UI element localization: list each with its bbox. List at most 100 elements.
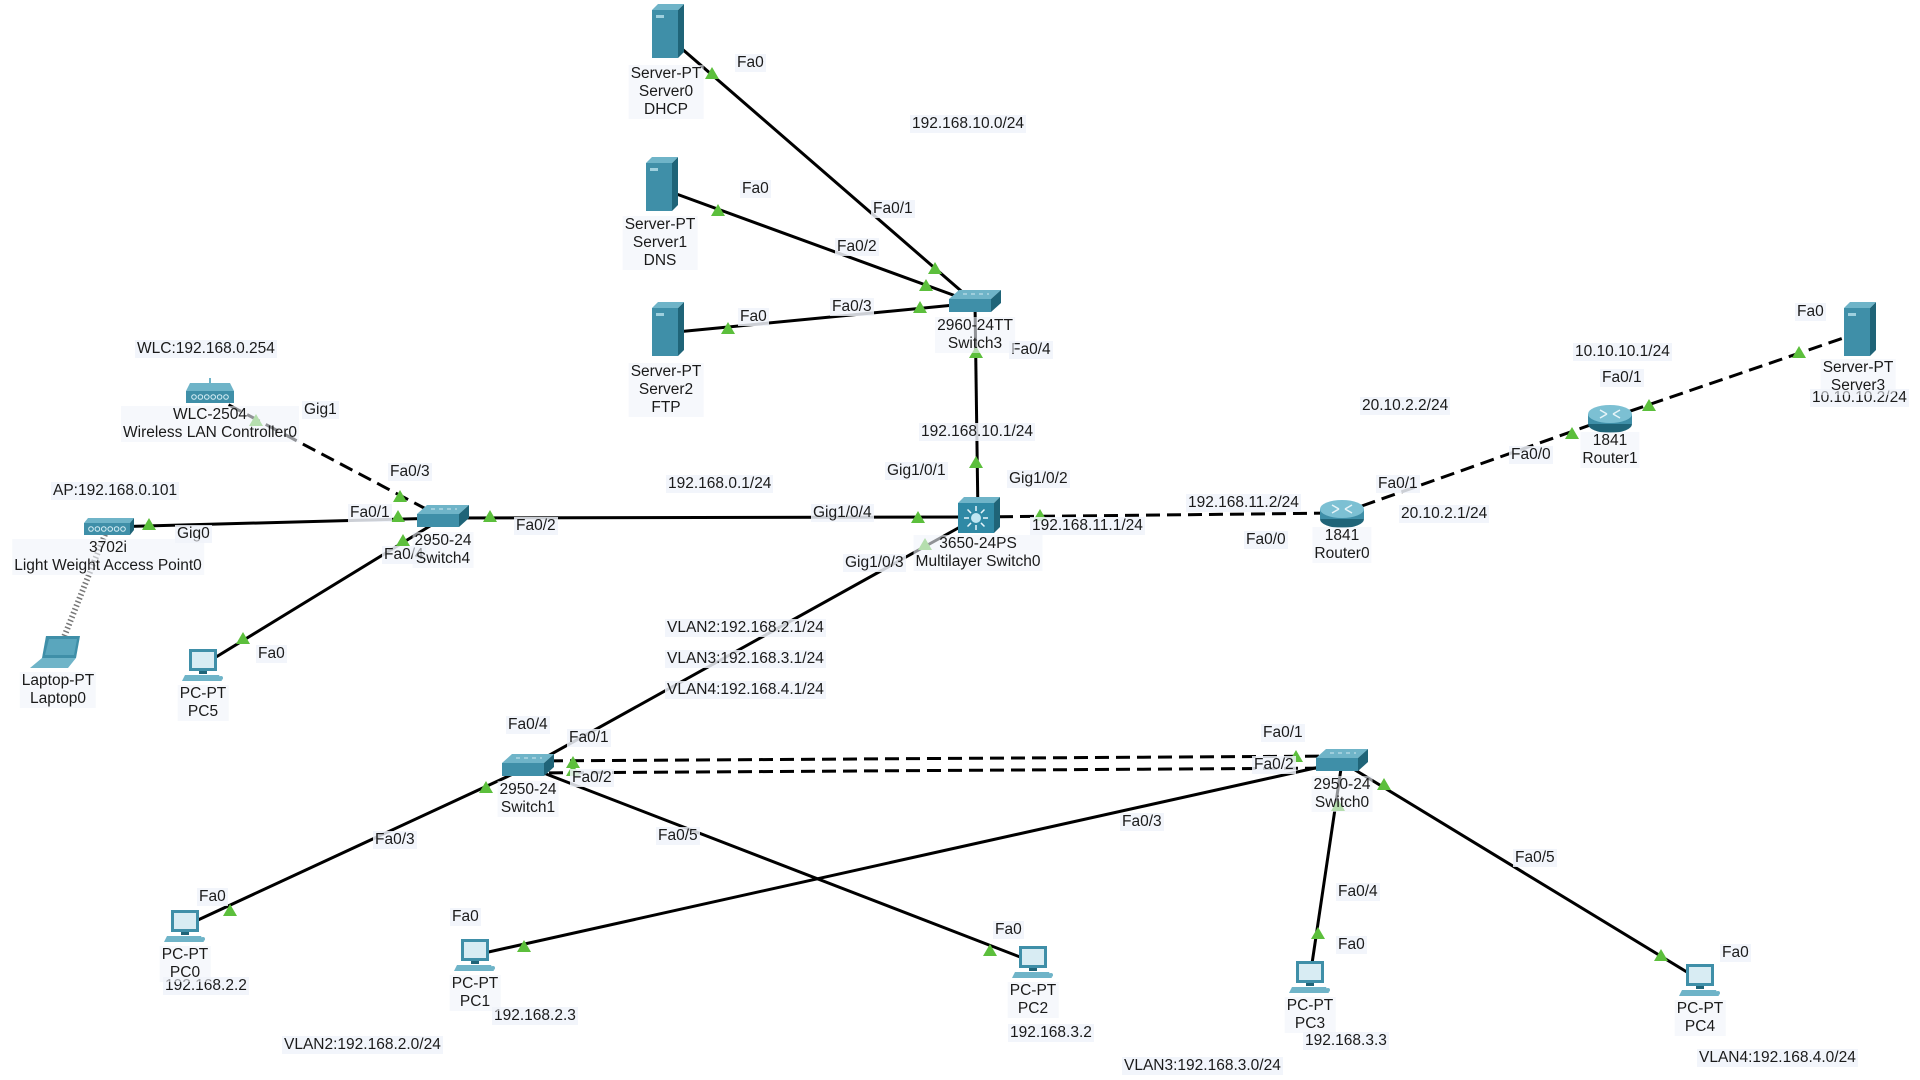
interface-label: Fa0/1 — [1376, 475, 1420, 493]
interface-label: Fa0/3 — [1120, 813, 1164, 831]
device-name: Switch1 — [500, 799, 556, 816]
device-model: PC-PT — [179, 685, 227, 702]
ip-address-label: VLAN3:192.168.3.1/24 — [665, 650, 826, 668]
interface-label: Gig1/0/1 — [885, 462, 948, 480]
pc-icon[interactable] — [182, 649, 223, 681]
link-ap0-laptop0[interactable] — [55, 525, 111, 654]
device-name: PC5 — [187, 703, 219, 720]
device-name: Switch0 — [1314, 794, 1370, 811]
device-model: 2950-24 — [414, 532, 472, 549]
device-model: PC-PT — [1009, 982, 1057, 999]
interface-label: Fa0/0 — [1509, 446, 1553, 464]
ip-address-label: VLAN3:192.168.3.0/24 — [1122, 1057, 1283, 1075]
pc-icon[interactable] — [454, 939, 495, 971]
device-model: 2960-24TT — [937, 317, 1013, 334]
device-model: PC-PT — [451, 975, 499, 992]
server-icon[interactable] — [1844, 302, 1876, 356]
laptop-icon[interactable] — [30, 636, 80, 668]
device-name: Multilayer Switch0 — [915, 553, 1041, 570]
device-model: PC-PT — [1286, 997, 1334, 1014]
device-note: FTP — [651, 399, 681, 416]
router-icon[interactable] — [1588, 405, 1632, 433]
ip-address-label: 192.168.11.1/24 — [1030, 517, 1145, 535]
device-model: 2950-24 — [499, 781, 557, 798]
port-status-up-icon — [1311, 927, 1325, 939]
device-model: Server-PT — [630, 363, 702, 380]
ip-address-label: AP:192.168.0.101 — [51, 482, 180, 500]
port-status-up-icon — [919, 279, 933, 291]
interface-label: Fa0/5 — [656, 827, 700, 845]
link-switch1-switch0[interactable] — [527, 754, 1343, 763]
pc-icon[interactable] — [1289, 961, 1330, 993]
link-server2-switch3[interactable] — [665, 301, 976, 335]
device-name: Server0 — [638, 83, 694, 100]
interface-label: Fa0/3 — [373, 831, 417, 849]
port-status-up-icon — [969, 456, 983, 468]
interface-label: Fa0/4 — [1009, 341, 1053, 359]
port-status-up-icon — [705, 67, 719, 79]
interface-label: Fa0 — [256, 645, 287, 663]
pc-icon[interactable] — [164, 910, 205, 942]
port-status-up-icon — [1377, 778, 1391, 790]
wireless-lan-controller-icon[interactable] — [186, 378, 234, 403]
ip-address-label: WLC:192.168.0.254 — [135, 340, 277, 358]
server-icon[interactable] — [646, 157, 678, 211]
interface-label: Gig1 — [302, 401, 339, 419]
ip-address-label: 192.168.10.1/24 — [919, 423, 1036, 441]
link-switch0-pc4[interactable] — [1341, 760, 1701, 982]
link-server0-switch3[interactable] — [665, 33, 976, 305]
server-icon[interactable] — [652, 4, 684, 58]
ip-address-label: VLAN4:192.168.4.1/24 — [665, 681, 826, 699]
link-switch1-pc0[interactable] — [184, 765, 529, 928]
interface-label: Fa0 — [1336, 936, 1367, 954]
interface-label: Fa0/3 — [830, 298, 874, 316]
link-server1-switch3[interactable] — [659, 186, 976, 305]
device-name: Laptop0 — [29, 690, 87, 707]
device-model: 3702i — [89, 539, 127, 556]
link-mlswitch0-router0[interactable] — [977, 511, 1343, 519]
device-name: PC4 — [1684, 1018, 1716, 1035]
port-status-up-icon — [983, 944, 997, 956]
device-model: 3650-24PS — [939, 535, 1017, 552]
switch-icon[interactable] — [949, 290, 1001, 312]
port-status-up-icon — [479, 781, 493, 793]
switch-icon[interactable] — [1316, 749, 1368, 771]
switch-icon[interactable] — [502, 754, 554, 776]
link-switch1-switch0[interactable] — [527, 766, 1343, 775]
server-icon[interactable] — [652, 302, 684, 356]
pc-icon[interactable] — [1679, 964, 1720, 996]
ip-address-label: 192.168.3.3 — [1303, 1032, 1389, 1050]
port-status-up-icon — [928, 262, 942, 274]
interface-label: Fa0/4 — [1336, 883, 1380, 901]
port-status-up-icon — [236, 632, 250, 644]
device-name: Router1 — [1582, 450, 1638, 467]
interface-label: Fa0 — [993, 921, 1024, 939]
interface-label: Fa0 — [1795, 303, 1826, 321]
link-switch1-pc2[interactable] — [527, 765, 1034, 964]
device-model: Laptop-PT — [21, 672, 95, 689]
port-status-up-icon — [483, 510, 497, 522]
interface-label: Gig1/0/4 — [811, 504, 874, 522]
link-switch0-pc1[interactable] — [474, 760, 1343, 957]
access-point-icon[interactable] — [84, 518, 134, 535]
ip-address-label: 10.10.10.1/24 — [1573, 343, 1672, 361]
ip-address-label: VLAN2:192.168.2.1/24 — [665, 619, 826, 637]
port-status-up-icon — [911, 511, 925, 523]
port-status-up-icon — [391, 510, 405, 522]
port-status-up-icon — [1642, 399, 1656, 411]
link-router0-router1[interactable] — [1341, 416, 1611, 515]
switch-icon[interactable] — [417, 505, 469, 527]
port-status-up-icon — [711, 204, 725, 216]
port-status-up-icon — [517, 940, 531, 952]
router-icon[interactable] — [1320, 500, 1364, 528]
ip-address-label: VLAN4:192.168.4.0/24 — [1697, 1049, 1858, 1067]
pc-icon[interactable] — [1012, 946, 1053, 978]
multilayer-switch-icon[interactable] — [958, 497, 1000, 533]
